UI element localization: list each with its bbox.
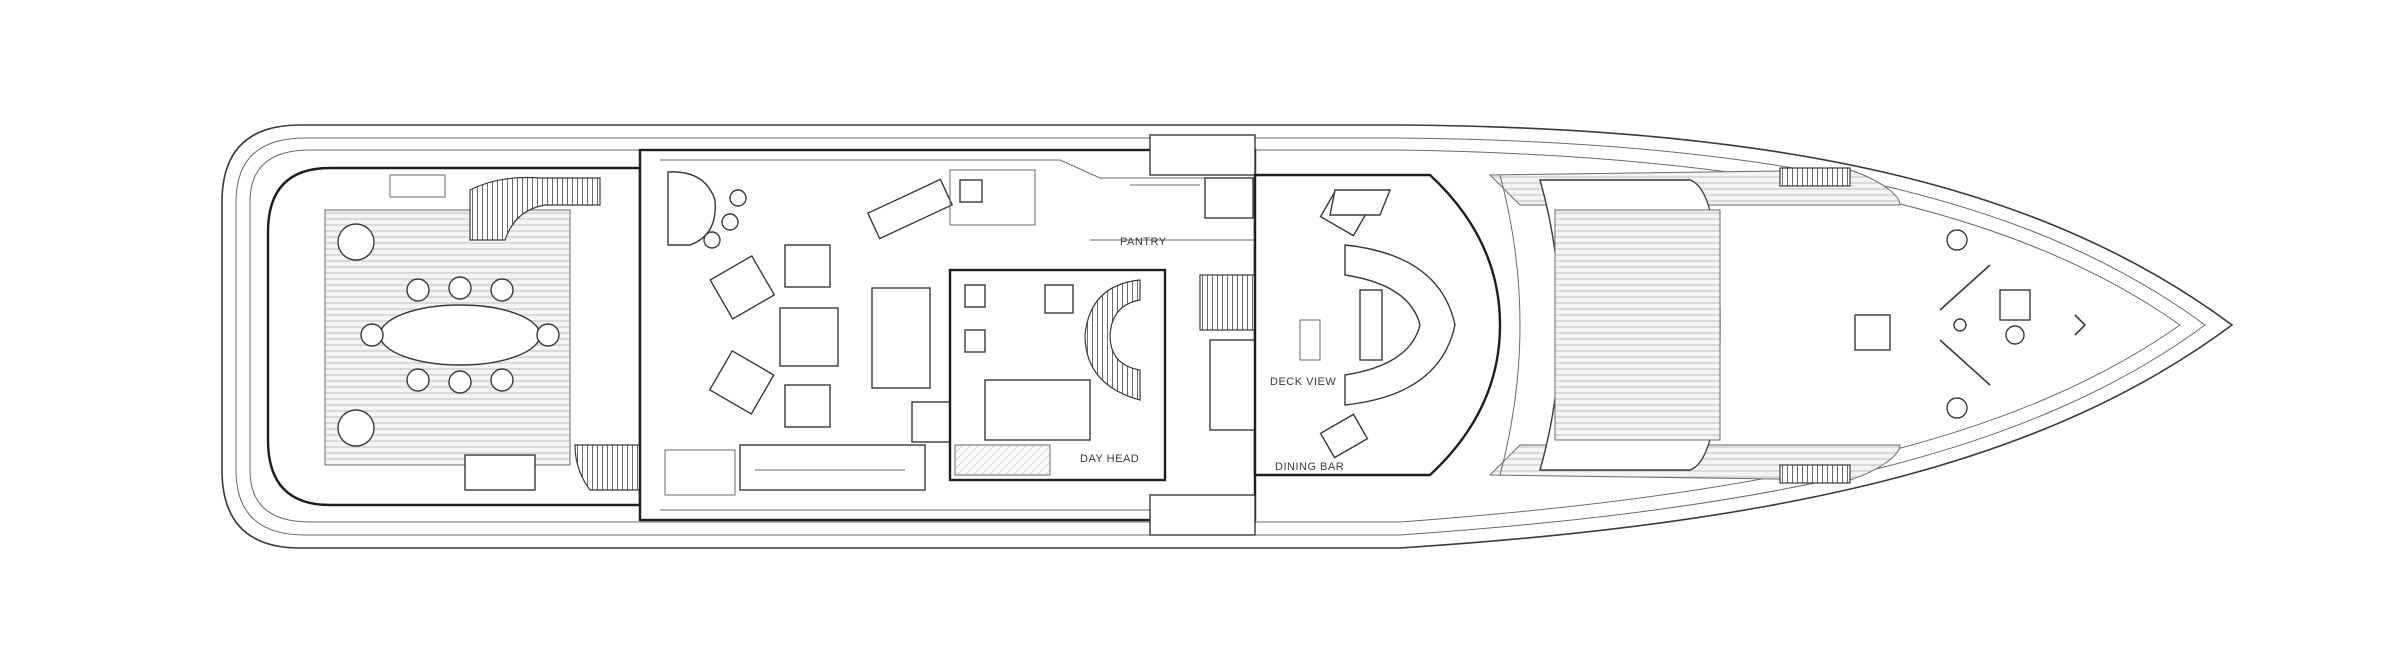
spiral-staircase [1084, 279, 1141, 401]
head-toilet-1 [964, 284, 986, 308]
aft-spiral-stair-starboard [469, 176, 601, 241]
hull-outline [221, 124, 2234, 549]
wheelhouse: DECK VIEW DINING BAR [1253, 173, 1502, 477]
dining-bar-label: DINING BAR [1275, 461, 1344, 473]
bow-chocks [1779, 167, 1851, 484]
aft-stair-port [574, 444, 641, 491]
salon-cabinet-a [871, 287, 931, 389]
aft-console [389, 174, 446, 198]
galley-counter [984, 379, 1091, 441]
planter-round-top [337, 223, 375, 261]
side-table-bottom [784, 384, 831, 428]
side-table-top [784, 244, 831, 288]
armchair-1 [709, 254, 776, 320]
salon-window-line [660, 159, 1240, 179]
bar-stools [703, 189, 747, 249]
utility-room [949, 169, 1036, 226]
helm-console [1344, 244, 1456, 406]
head-toilet-2 [964, 329, 986, 353]
side-stair-box-top [1149, 134, 1256, 176]
pantry-counter [1209, 339, 1261, 431]
dining-table [379, 304, 541, 366]
dining-chairs [360, 276, 560, 394]
coffee-table [779, 307, 839, 367]
salon-cabinet-b [911, 401, 953, 443]
pantry-label: PANTRY [1120, 236, 1167, 248]
salon-armchairs [708, 244, 839, 428]
aft-deck [266, 166, 642, 507]
midship-core: PANTRY DAY HEAD [948, 134, 1261, 536]
side-stair-box-bottom [1149, 494, 1256, 536]
anchor-windlass [1939, 229, 2087, 419]
port-label: DAY HEAD [1080, 453, 1139, 465]
coaming-arc [1499, 174, 1521, 476]
fwd-stair [1199, 274, 1256, 331]
salon-port-console [664, 449, 736, 496]
deck-view-label: DECK VIEW [1270, 376, 1336, 388]
salon-sideboard [866, 178, 954, 240]
captain-console [1299, 319, 1321, 361]
galley-floor [954, 444, 1051, 476]
planter-round-bottom [337, 409, 375, 447]
foredeck-hatch [1854, 314, 1891, 351]
toilet-bath [959, 179, 983, 203]
aft-locker-port [464, 454, 536, 491]
sunpad-hatch [1554, 209, 1721, 441]
galley-hatch [1204, 177, 1254, 219]
armchair-2 [708, 349, 775, 415]
foredeck [1488, 167, 2087, 484]
salon-long-sofa [739, 444, 926, 491]
chart-table [1329, 189, 1392, 216]
day-head-sink [1044, 284, 1074, 314]
salon-curved-bar [667, 171, 716, 246]
